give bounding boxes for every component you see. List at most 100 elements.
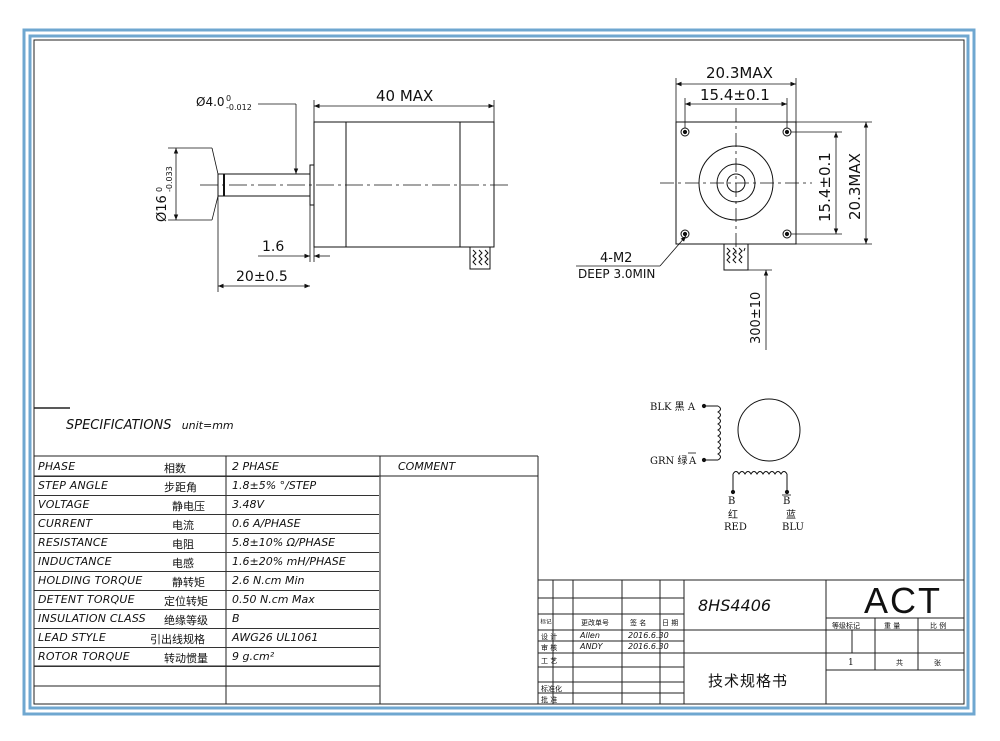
- hole-note-depth: DEEP 3.0MIN: [578, 267, 655, 281]
- boss-tol-lower: -0.033: [165, 166, 174, 192]
- hdr-sign: 签 名: [630, 619, 647, 627]
- wire-blk-label: BLK 黑 A: [650, 401, 696, 413]
- spec-param-zh: 定位转矩: [164, 595, 208, 608]
- hole-spacing-v-label: 15.4±0.1: [816, 152, 834, 222]
- spec-value: 1.8±5% °/STEP: [232, 479, 317, 492]
- spec-param-zh: 转动惯量: [164, 652, 208, 665]
- spec-param-en: INSULATION CLASS: [38, 612, 146, 625]
- boss-depth-label: 1.6: [262, 239, 284, 255]
- spec-param-zh: 引出线规格: [150, 633, 205, 646]
- side-leads: [469, 246, 491, 270]
- hdr-change-no: 更改单号: [581, 619, 609, 627]
- boss-diameter-label: Ø16: [155, 195, 170, 222]
- spec-param-en: STEP ANGLE: [38, 479, 109, 492]
- spec-row: ROTOR TORQUE 转动惯量 9 g.cm²: [34, 647, 379, 667]
- spec-row: DETENT TORQUE 定位转矩 0.50 N.cm Max: [34, 590, 379, 610]
- spec-param-zh: 电感: [172, 557, 194, 570]
- brand-logo: ACT: [864, 580, 942, 621]
- hdr-date: 日 期: [662, 619, 679, 627]
- spec-value: 0.50 N.cm Max: [232, 593, 315, 606]
- title-block-grid: [538, 579, 964, 704]
- spec-row: LEAD STYLE 引出线规格 AWG26 UL1061: [34, 628, 379, 648]
- wiring-labels: BLK 黑 A GRN 绿 A B B 红 RED 蓝 BLU: [650, 401, 804, 533]
- spec-param-zh: 电阻: [172, 538, 194, 551]
- spec-unit: unit=mm: [181, 419, 234, 432]
- spec-param-en: VOLTAGE: [38, 498, 90, 511]
- spec-param-en: INDUCTANCE: [38, 555, 112, 568]
- comment-header: COMMENT: [398, 460, 456, 473]
- spec-row: CURRENT 电流 0.6 A/PHASE: [34, 514, 379, 534]
- spec-param-en: RESISTANCE: [38, 536, 108, 549]
- scale-label: 比 例: [930, 622, 947, 630]
- grade-label: 等级标记: [832, 622, 860, 630]
- wire-grn-label: GRN 绿: [650, 454, 687, 467]
- front-leads: [723, 243, 749, 271]
- wire-b-label: B: [728, 496, 735, 507]
- standard-label: 标准化: [541, 685, 562, 693]
- spec-title: SPECIFICATIONS: [66, 418, 172, 433]
- shaft-tol-upper: 0: [226, 94, 231, 103]
- spec-value: 1.6±20% mH/PHASE: [232, 555, 346, 568]
- review-name: ANDY: [580, 642, 603, 651]
- spec-param-en: LEAD STYLE: [38, 631, 107, 644]
- mounting-holes: [680, 127, 792, 239]
- rotor-circle: [737, 398, 801, 462]
- spec-param-zh: 步距角: [164, 481, 197, 494]
- spec-param-zh: 静电压: [172, 500, 205, 513]
- boss-tol-upper: 0: [155, 187, 164, 192]
- spec-param-en: HOLDING TORQUE: [38, 574, 143, 587]
- spec-param-zh: 静转矩: [172, 576, 205, 589]
- spec-row: STEP ANGLE 步距角 1.8±5% °/STEP: [34, 476, 379, 496]
- spec-value: 2.6 N.cm Min: [232, 574, 305, 587]
- design-label: 设 计: [541, 633, 558, 641]
- spec-row: PHASE 相数 2 PHASE: [34, 457, 379, 477]
- total-label: 共: [896, 659, 903, 667]
- spec-param-zh: 绝缘等级: [164, 614, 208, 627]
- spec-value: 9 g.cm²: [232, 650, 275, 663]
- hole-spacing-h-label: 15.4±0.1: [700, 86, 770, 104]
- spec-value: 0.6 A/PHASE: [232, 517, 301, 530]
- spec-param-zh: 电流: [172, 519, 194, 532]
- wire-blu-label: BLU: [782, 522, 804, 533]
- front-view-labels: 20.3MAX 15.4±0.1 15.4±0.1 20.3MAX 4-M2 D…: [578, 64, 864, 344]
- spec-value: 2 PHASE: [232, 460, 279, 473]
- front-view: [576, 78, 872, 350]
- sheet-border: [22, 28, 976, 716]
- wire-blu-zh: 蓝: [786, 509, 796, 521]
- wire-bbar-label: B: [783, 496, 790, 507]
- coil-b: [732, 471, 788, 475]
- spec-row: HOLDING TORQUE 静转矩 2.6 N.cm Min: [34, 571, 379, 591]
- wire-grn-phase: A: [688, 456, 697, 467]
- overall-height-label: 20.3MAX: [846, 153, 864, 220]
- spec-param-en: ROTOR TORQUE: [38, 650, 130, 663]
- shaft-length-label: 20±0.5: [236, 269, 288, 285]
- sheet-label: 张: [934, 659, 941, 667]
- review-date: 2016.6.30: [628, 642, 669, 651]
- document-title: 技术规格书: [708, 672, 789, 690]
- spec-param-en: PHASE: [38, 460, 76, 473]
- spec-row: INDUCTANCE 电感 1.6±20% mH/PHASE: [34, 552, 379, 572]
- approve-label: 批 准: [541, 696, 558, 704]
- weight-label: 重 量: [884, 622, 901, 630]
- spec-value: 3.48V: [232, 498, 265, 511]
- wire-red-label: RED: [724, 522, 747, 533]
- spec-row: VOLTAGE 静电压 3.48V: [34, 495, 379, 515]
- spec-param-zh: 相数: [164, 462, 186, 475]
- spec-value: AWG26 UL1061: [232, 631, 319, 644]
- spec-param-en: CURRENT: [38, 517, 93, 530]
- side-view: [168, 100, 512, 292]
- hole-note-thread: 4-M2: [600, 251, 632, 266]
- spec-param-en: DETENT TORQUE: [38, 593, 135, 606]
- process-label: 工 艺: [541, 657, 558, 665]
- motor-body: [313, 121, 495, 248]
- wire-red-zh: 红: [728, 508, 738, 521]
- design-date: 2016.6.30: [628, 631, 669, 640]
- design-name: Allen: [580, 631, 600, 640]
- coil-a: [717, 405, 721, 461]
- sheet-number: 1: [848, 658, 854, 668]
- hdr-mark: 标记: [540, 618, 552, 626]
